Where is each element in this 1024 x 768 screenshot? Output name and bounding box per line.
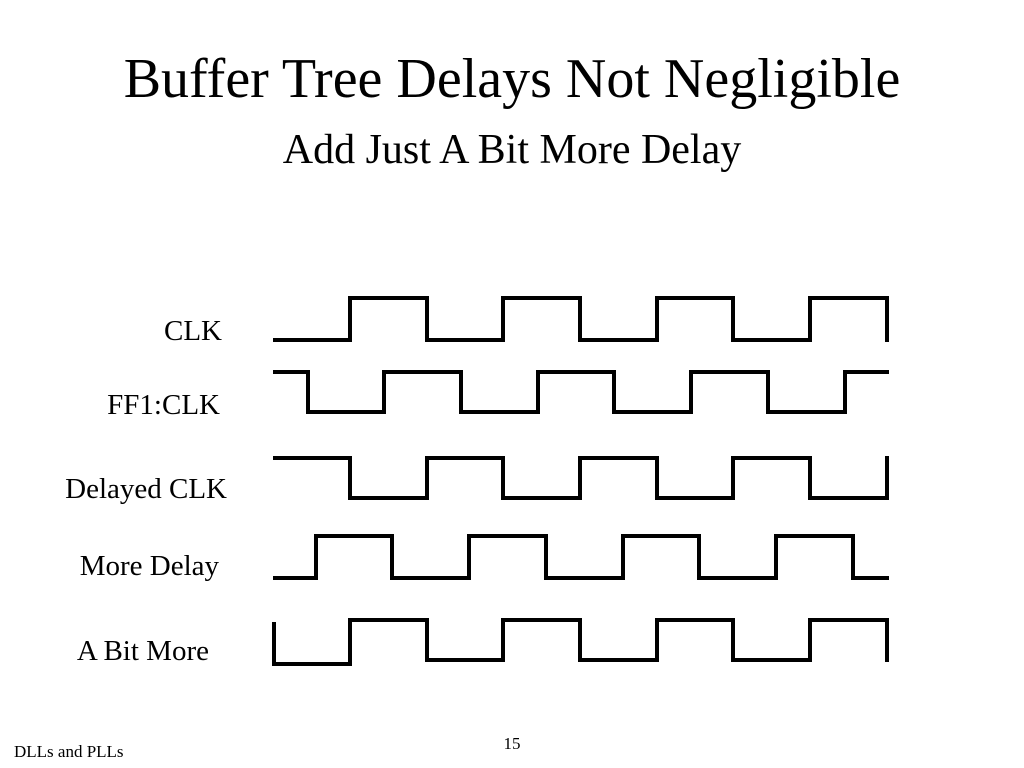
waveform-delayed-clk <box>273 456 889 500</box>
signal-label-clk: CLK <box>164 315 222 347</box>
waveform-ff1-clk <box>273 370 889 414</box>
footer-text: DLLs and PLLs <box>14 742 124 761</box>
signal-label-ff1-clk: FF1:CLK <box>107 389 220 421</box>
signal-label-delayed-clk: Delayed CLK <box>65 473 227 505</box>
waveform-a-bit-more <box>272 618 889 666</box>
signal-label-more-delay: More Delay <box>79 550 219 582</box>
waveform-clk <box>273 296 889 342</box>
signal-label-a-bit-more: A Bit More <box>76 635 209 667</box>
slide-subtitle: Add Just A Bit More Delay <box>282 127 742 173</box>
waveform-more-delay <box>273 534 889 580</box>
page-number: 15 <box>503 734 521 753</box>
slide-title: Buffer Tree Delays Not Negligible <box>123 48 901 110</box>
